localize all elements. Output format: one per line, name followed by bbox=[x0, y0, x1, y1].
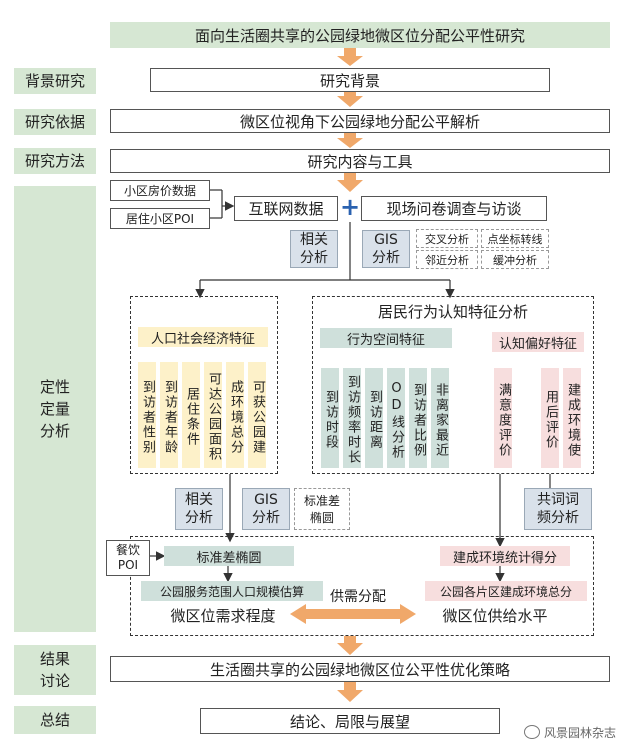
supply-demand-group bbox=[130, 536, 594, 636]
col-satisfaction: 满意度评价 bbox=[494, 368, 512, 468]
tool-point-to-line: 点坐标转线 bbox=[481, 229, 549, 248]
col-visitor-ratio: 到访者比例 bbox=[409, 368, 427, 468]
col-living-condition: 居住条件 bbox=[182, 362, 200, 468]
side-label-summary: 总结 bbox=[14, 706, 96, 734]
source-field-survey: 现场问卷调查与访谈 bbox=[361, 196, 547, 221]
correlation-analysis-mid: 相关 分析 bbox=[175, 488, 223, 530]
wechat-icon bbox=[523, 725, 540, 739]
std-ellipse-label: 标准差椭圆 bbox=[164, 546, 294, 566]
tool-cross-analysis: 交叉分析 bbox=[416, 229, 478, 248]
supply-demand-arrow bbox=[290, 604, 416, 624]
behavior-group-title: 居民行为认知特征分析 bbox=[377, 302, 528, 321]
tool-proximity-analysis: 邻近分析 bbox=[416, 250, 478, 269]
col-env-score: 成环境总分 bbox=[226, 362, 244, 468]
supply-demand-label: 供需分配 bbox=[330, 589, 386, 605]
env-stat-score: 建成环境统计得分 bbox=[440, 546, 570, 566]
plus-icon: + bbox=[339, 193, 361, 221]
col-visitor-gender: 到访者性别 bbox=[138, 362, 156, 468]
col-env-use: 建成环境使 bbox=[563, 368, 581, 468]
side-label-analysis: 定性 定量 分析 bbox=[14, 186, 96, 632]
col-park-area: 可达公园面积 bbox=[204, 362, 222, 468]
behavior-space-header: 行为空间特征 bbox=[320, 328, 452, 348]
step-optimization-strategy: 生活圈共享的公园绿地微区位公平性优化策略 bbox=[110, 656, 610, 682]
col-post-use-eval: 用后评价 bbox=[541, 368, 559, 468]
source-food-poi: 餐饮 POI bbox=[106, 540, 150, 576]
col-visitor-age: 到访者年龄 bbox=[160, 362, 178, 468]
preference-header: 认知偏好特征 bbox=[492, 332, 584, 352]
side-label-discussion: 结果 讨论 bbox=[14, 645, 96, 695]
col-park-build: 可获公园建 bbox=[248, 362, 266, 468]
gis-analysis-mid: GIS 分析 bbox=[242, 488, 290, 530]
side-label-basis: 研究依据 bbox=[14, 109, 96, 135]
tool-std-ellipse: 标准差 椭圆 bbox=[294, 488, 350, 530]
behavior-group bbox=[312, 296, 594, 474]
source-internet-data: 互联网数据 bbox=[234, 196, 338, 221]
socioeconomic-group bbox=[130, 296, 278, 474]
col-visit-frequency: 到访频率时长 bbox=[343, 368, 361, 468]
step-research-basis: 微区位视角下公园绿地分配公平解析 bbox=[110, 109, 610, 133]
source-residential-poi: 居住小区POI bbox=[110, 208, 210, 229]
col-visit-period: 到访时段 bbox=[321, 368, 339, 468]
side-label-background: 背景研究 bbox=[14, 68, 96, 94]
step-research-background: 研究背景 bbox=[150, 68, 550, 92]
col-visit-distance: 到访距离 bbox=[365, 368, 383, 468]
step-research-method: 研究内容与工具 bbox=[110, 149, 610, 173]
co-word-frequency-analysis: 共词词 频分析 bbox=[524, 488, 592, 530]
gis-analysis-top: GIS 分析 bbox=[362, 230, 410, 268]
page-title: 面向生活圈共享的公园绿地微区位分配公平性研究 bbox=[110, 22, 610, 48]
watermark: 风景园林杂志 bbox=[496, 722, 616, 742]
population-estimation: 公园服务范围人口规模估算 bbox=[141, 581, 323, 601]
env-total-score: 公园各片区建成环境总分 bbox=[425, 581, 587, 601]
col-not-nearest: 非离家最近 bbox=[431, 368, 449, 468]
side-label-method: 研究方法 bbox=[14, 148, 96, 174]
source-housing-price: 小区房价数据 bbox=[110, 180, 210, 201]
col-od-lines: OD线分析 bbox=[387, 368, 405, 468]
watermark-text: 风景园林杂志 bbox=[543, 725, 616, 740]
micro-demand-level: 微区位需求程度 bbox=[170, 606, 276, 625]
main-flow-arrows bbox=[337, 48, 363, 702]
step-conclusion: 结论、局限与展望 bbox=[200, 708, 500, 734]
tool-buffer-analysis: 缓冲分析 bbox=[481, 250, 549, 269]
micro-supply-level: 微区位供给水平 bbox=[442, 606, 548, 625]
correlation-analysis-top: 相关 分析 bbox=[290, 230, 338, 268]
socioeconomic-header: 人口社会经济特征 bbox=[138, 327, 268, 347]
